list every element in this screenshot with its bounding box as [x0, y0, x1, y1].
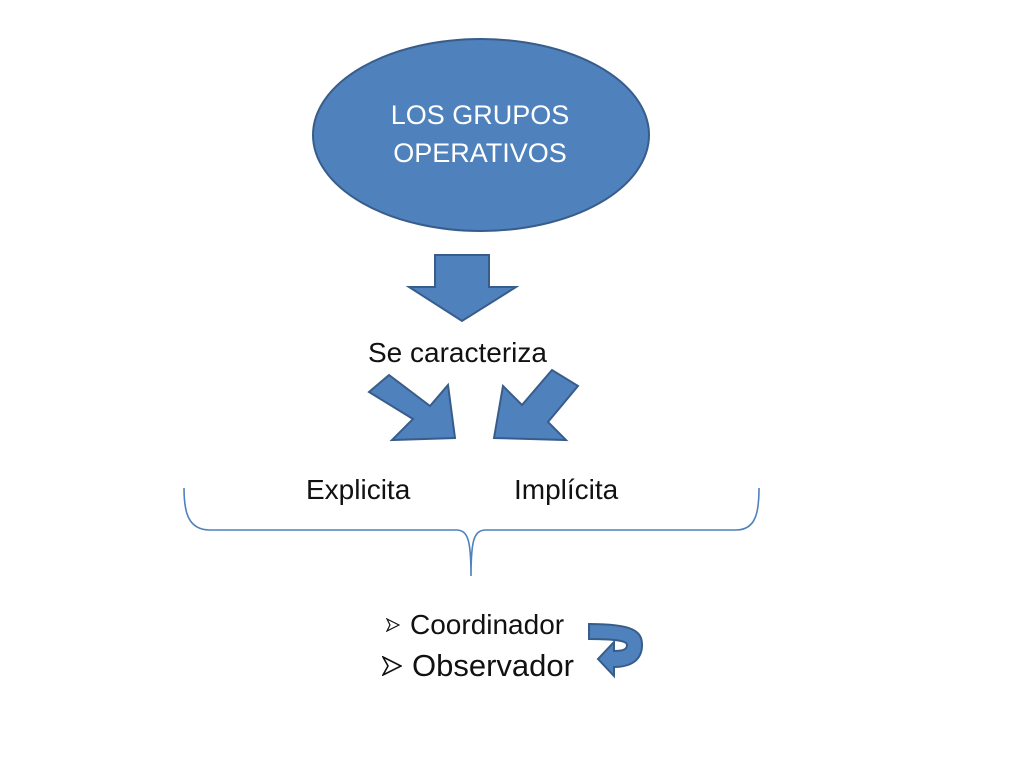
root-node-line: LOS GRUPOS: [390, 100, 570, 130]
list-item: Observador: [382, 648, 574, 684]
root-oval: [312, 38, 650, 232]
list-item-label: Coordinador: [410, 609, 565, 640]
curved-u-turn-arrow-icon: [588, 622, 644, 679]
diagonal-arrow-left-icon: [367, 373, 457, 442]
root-node-line: OPERATIVOS: [393, 138, 567, 168]
arrowhead-bullet-icon: [386, 618, 400, 632]
down-arrow-icon: [405, 254, 520, 323]
arrowhead-bullet-icon: [382, 656, 402, 676]
list-item-label: Observador: [412, 648, 574, 683]
diagonal-arrow-right-icon: [492, 368, 580, 442]
brace-connector: [183, 487, 760, 577]
connector-label: Se caracteriza: [368, 337, 547, 368]
branch-label-explicit: Explicita: [306, 474, 411, 505]
list-item: Coordinador: [386, 609, 564, 641]
branch-label-implicit: Implícita: [514, 474, 619, 505]
root-node-label: LOS GRUPOS OPERATIVOS: [330, 96, 630, 172]
